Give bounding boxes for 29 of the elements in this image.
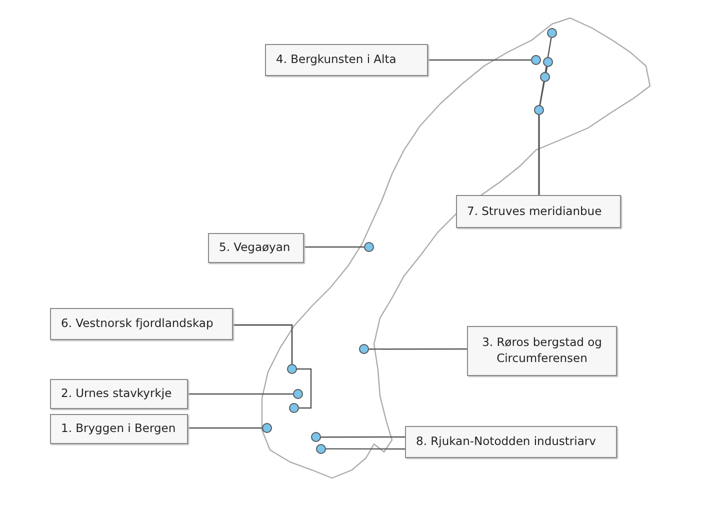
leader-line	[233, 324, 312, 409]
leader-line	[538, 115, 540, 195]
site-label: 6. Vestnorsk fjordlandskap	[50, 308, 233, 340]
location-marker	[540, 72, 550, 82]
location-marker	[262, 423, 272, 433]
location-marker	[534, 105, 544, 115]
location-marker	[531, 55, 541, 65]
location-marker	[364, 242, 374, 252]
location-marker	[287, 364, 297, 374]
site-label: 5. Vegaøyan	[208, 233, 304, 263]
leader-line	[304, 246, 364, 248]
location-marker	[289, 403, 299, 413]
location-marker	[311, 432, 321, 442]
site-label: 8. Rjukan-Notodden industriarv	[405, 426, 617, 458]
location-marker	[293, 389, 303, 399]
site-label: 4. Bergkunsten i Alta	[265, 44, 428, 76]
site-label: 3. Røros bergstad og Circumferensen	[467, 326, 617, 376]
site-label: 1. Bryggen i Bergen	[50, 414, 188, 444]
leader-line	[428, 59, 531, 61]
leader-line	[321, 436, 405, 438]
location-marker	[359, 344, 369, 354]
site-label: 2. Urnes stavkyrkje	[50, 379, 188, 409]
location-marker	[316, 444, 326, 454]
site-label: 7. Struves meridianbue	[456, 195, 621, 228]
leader-line	[326, 448, 405, 450]
location-marker	[547, 28, 557, 38]
leader-line	[188, 427, 262, 429]
leader-line	[188, 393, 293, 395]
location-marker	[543, 57, 553, 67]
